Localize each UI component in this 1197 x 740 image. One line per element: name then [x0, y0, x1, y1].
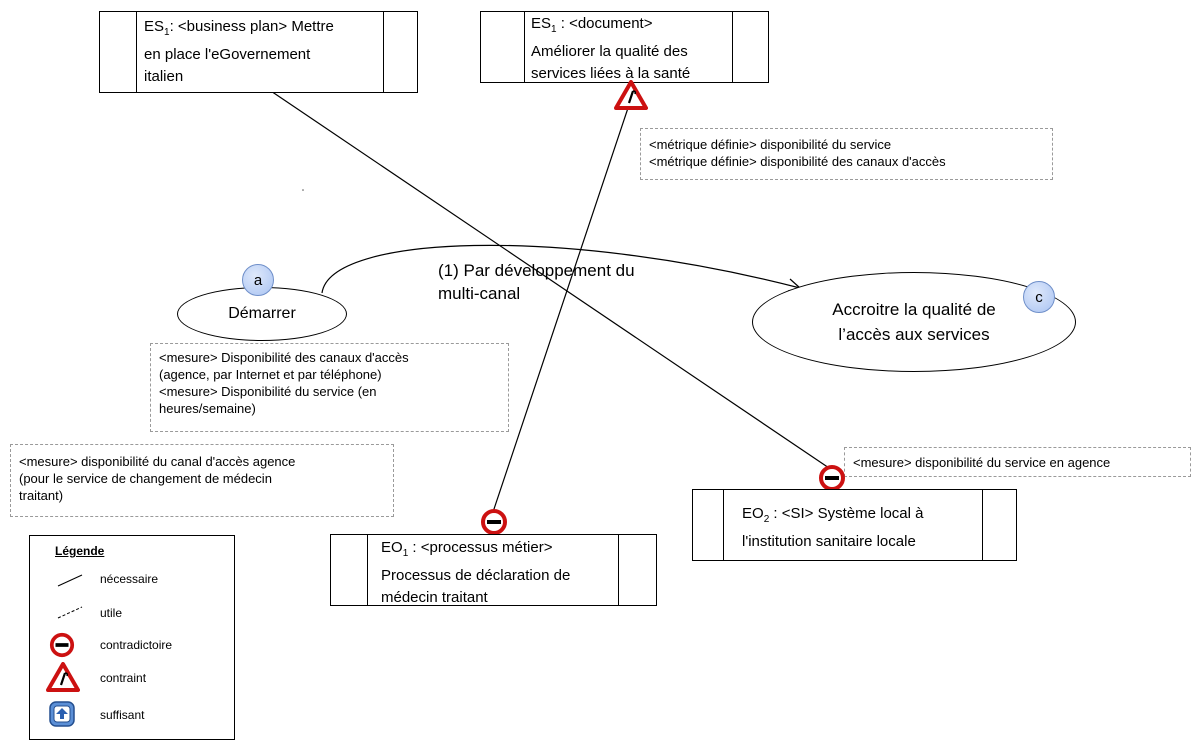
- legend-label-contradiction: contradictoire: [100, 638, 173, 652]
- legend-label-necessary: nécessaire: [100, 572, 159, 586]
- state-target-line-2: l’accès aux services: [838, 325, 990, 344]
- goal-box-eo1[interactable]: EO1 : <processus métier> Processus de dé…: [330, 534, 657, 606]
- goal-line-1: : <SI> Système local à: [769, 505, 924, 522]
- metric-line-2: <métrique définie> disponibilité des can…: [649, 154, 946, 169]
- goal-line-3: médecin traitant: [381, 589, 488, 606]
- sufficient-icon: [49, 701, 75, 727]
- goal-id: ES: [531, 15, 552, 32]
- goal-id: EO: [381, 539, 403, 556]
- useful-line-icon: [57, 606, 83, 619]
- legend: Légende nécessaire utile contradictoire …: [29, 535, 235, 740]
- state-target[interactable]: Accroitre la qualité de l’accès aux serv…: [752, 272, 1076, 372]
- legend-label-constraint: contraint: [100, 671, 147, 685]
- metric-line-1: <métrique définie> disponibilité du serv…: [649, 137, 892, 152]
- legend-label-sufficient: suffisant: [100, 708, 145, 722]
- goal-line-2: en place l'eGovernement: [144, 46, 311, 63]
- goal-line-1: : <processus métier>: [408, 539, 553, 556]
- necessary-line-icon: [57, 574, 83, 587]
- goal-line-3: services liées à la santé: [531, 65, 691, 82]
- goal-line-2: l'institution sanitaire locale: [742, 533, 916, 550]
- transition-arc: [321, 244, 801, 294]
- goal-line-3: italien: [144, 68, 184, 85]
- contradiction-icon: [481, 509, 507, 535]
- measure-note-agency: <mesure> disponibilité du canal d'accès …: [10, 444, 394, 517]
- transition-label: (1) Par développement du multi-canal: [438, 261, 635, 303]
- legend-label-useful: utile: [100, 606, 123, 620]
- measure-note-service-agency: <mesure> disponibilité du service en age…: [844, 447, 1191, 477]
- state-start-badge: a: [242, 264, 274, 296]
- goal-box-es1-business-plan[interactable]: ES1: <business plan> Mettre en place l'e…: [99, 11, 418, 93]
- contradiction-icon: [819, 465, 845, 491]
- goal-id: EO: [742, 505, 764, 522]
- goal-line-1: : <business plan> Mettre: [169, 18, 334, 35]
- state-target-line-1: Accroitre la qualité de: [832, 300, 996, 319]
- goal-line-2: Processus de déclaration de: [381, 567, 571, 584]
- connector-es1doc-to-eo1: [492, 107, 629, 513]
- legend-title: Légende: [55, 544, 105, 558]
- contradiction-icon: [49, 632, 75, 658]
- goal-line-1: : <document>: [556, 15, 653, 32]
- measure-note-start: <mesure> Disponibilité des canaux d'accè…: [150, 343, 509, 432]
- goal-line-2: Améliorer la qualité des: [531, 43, 688, 60]
- goal-id: ES: [144, 18, 165, 35]
- constraint-icon: [614, 80, 648, 110]
- goal-box-es1-document[interactable]: ES1 : <document> Améliorer la qualité de…: [480, 11, 769, 83]
- state-start-label: Démarrer: [228, 305, 296, 322]
- state-start[interactable]: Démarrer: [177, 287, 347, 341]
- stray-dot: [302, 189, 304, 191]
- goal-box-eo2[interactable]: EO2 : <SI> Système local à l'institution…: [692, 489, 1017, 561]
- state-target-badge: c: [1023, 281, 1055, 313]
- connector-es1-to-eo2: [261, 84, 833, 471]
- constraint-icon: [46, 662, 80, 692]
- metric-note: <métrique définie> disponibilité du serv…: [640, 128, 1053, 180]
